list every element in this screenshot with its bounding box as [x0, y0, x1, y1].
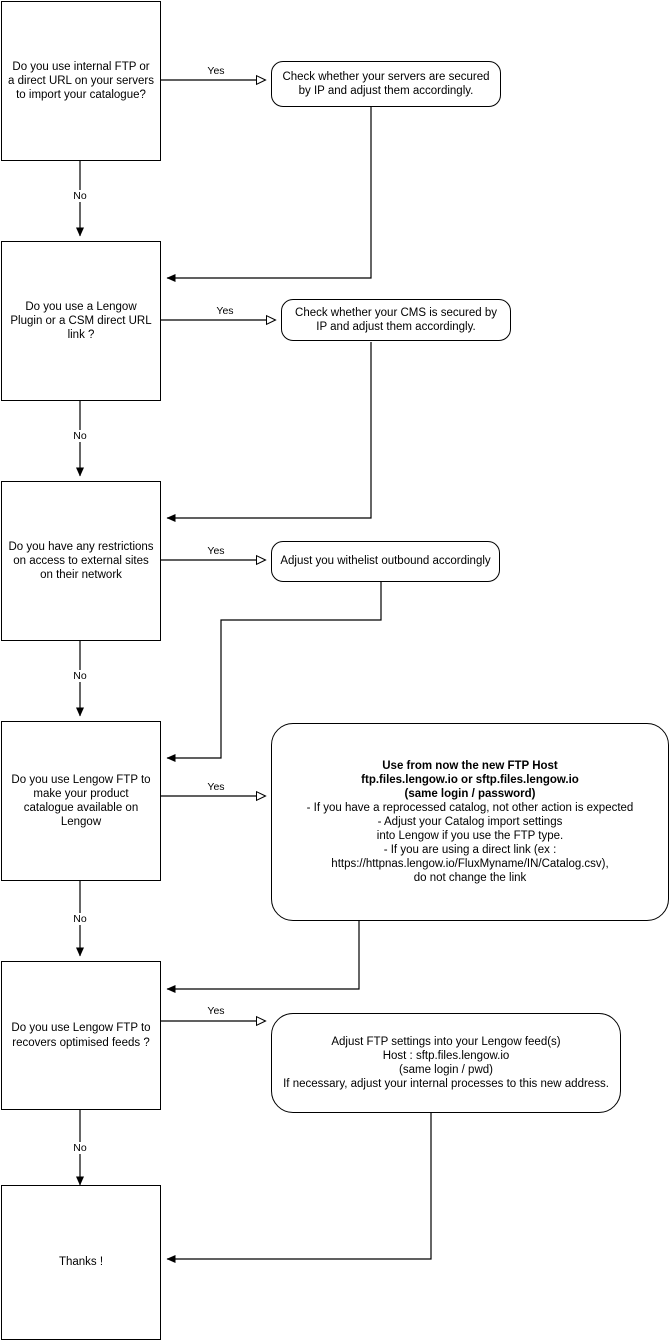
node-a4-body: Use from now the new FTP Host ftp.files.…: [272, 759, 668, 885]
node-a2-secure-cms[interactable]: Check whether your CMS is secured by IP …: [281, 299, 511, 341]
edge-label-yes-4: Yes: [205, 781, 227, 793]
node-q3-restrictions[interactable]: Do you have any restrictions on access t…: [1, 481, 161, 641]
node-end-label: Thanks !: [58, 1256, 104, 1269]
node-q3-label: Do you have any restrictions on access t…: [8, 540, 154, 581]
edge-label-yes-3: Yes: [205, 545, 227, 557]
edge-a5-to-end: [166, 1113, 432, 1263]
node-a4-line-1: - If you have a reprocessed catalog, not…: [306, 801, 634, 814]
node-a4-line-5: https://httpnas.lengow.io/FluxMyname/IN/…: [331, 858, 609, 871]
edge-label-no-4: No: [71, 913, 89, 925]
edge-label-yes-5: Yes: [205, 1005, 227, 1017]
node-a5-body: Adjust FTP settings into your Lengow fee…: [272, 1035, 620, 1091]
node-a5-line-3: (same login / pwd): [399, 1064, 493, 1076]
node-a3-label: Adjust you withelist outbound accordingl…: [280, 555, 491, 568]
edge-a2-to-q3: [166, 342, 372, 522]
node-a4-bold-line-2: ftp.files.lengow.io or sftp.files.lengow…: [361, 773, 579, 786]
node-a1-label: Check whether your servers are secured b…: [282, 70, 490, 97]
node-a4-bold-line-1: Use from now the new FTP Host: [382, 759, 558, 772]
node-a4-line-3: into Lengow if you use the FTP type.: [376, 830, 564, 842]
node-q2-label: Do you use a Lengow Plugin or a CSM dire…: [10, 300, 152, 341]
edge-label-yes-2: Yes: [214, 305, 236, 317]
edge-label-no-1: No: [71, 190, 89, 202]
node-a5-line-2: Host : sftp.files.lengow.io: [382, 1049, 510, 1062]
node-a4-bold-line-3: (same login / password): [404, 787, 536, 800]
node-q5-label: Do you use Lengow FTP to recovers optimi…: [11, 1022, 151, 1049]
edge-label-no-2: No: [71, 430, 89, 442]
node-a1-secure-servers[interactable]: Check whether your servers are secured b…: [271, 61, 501, 107]
edge-label-no-3: No: [71, 670, 89, 682]
node-a2-label: Check whether your CMS is secured by IP …: [295, 306, 497, 333]
node-a4-line-6: do not change the link: [413, 872, 527, 885]
node-q1-internal-ftp[interactable]: Do you use internal FTP or a direct URL …: [1, 1, 161, 161]
node-a5-adjust-ftp-settings[interactable]: Adjust FTP settings into your Lengow fee…: [271, 1013, 621, 1113]
edge-a1-to-q2: [166, 107, 372, 282]
node-a4-new-ftp-host[interactable]: Use from now the new FTP Host ftp.files.…: [271, 723, 669, 921]
node-q5-optimised-feeds[interactable]: Do you use Lengow FTP to recovers optimi…: [1, 961, 161, 1110]
edge-label-yes-1: Yes: [205, 65, 227, 77]
edge-a4-to-q5: [166, 921, 360, 993]
node-q4-lengow-ftp-catalogue[interactable]: Do you use Lengow FTP to make your produ…: [1, 721, 161, 881]
node-a3-whitelist-outbound[interactable]: Adjust you withelist outbound accordingl…: [271, 541, 500, 582]
node-a4-line-4: - If you are using a direct link (ex :: [383, 844, 557, 857]
node-end-thanks[interactable]: Thanks !: [1, 1185, 161, 1340]
node-q1-label: Do you use internal FTP or a direct URL …: [8, 60, 154, 101]
node-a4-line-2: - Adjust your Catalog import settings: [377, 815, 563, 828]
node-q4-label: Do you use Lengow FTP to make your produ…: [11, 773, 151, 829]
node-a5-line-1: Adjust FTP settings into your Lengow fee…: [331, 1035, 561, 1048]
edge-label-no-5: No: [71, 1142, 89, 1154]
node-q2-lengow-plugin[interactable]: Do you use a Lengow Plugin or a CSM dire…: [1, 241, 161, 401]
node-a5-line-4: If necessary, adjust your internal proce…: [283, 1078, 609, 1091]
